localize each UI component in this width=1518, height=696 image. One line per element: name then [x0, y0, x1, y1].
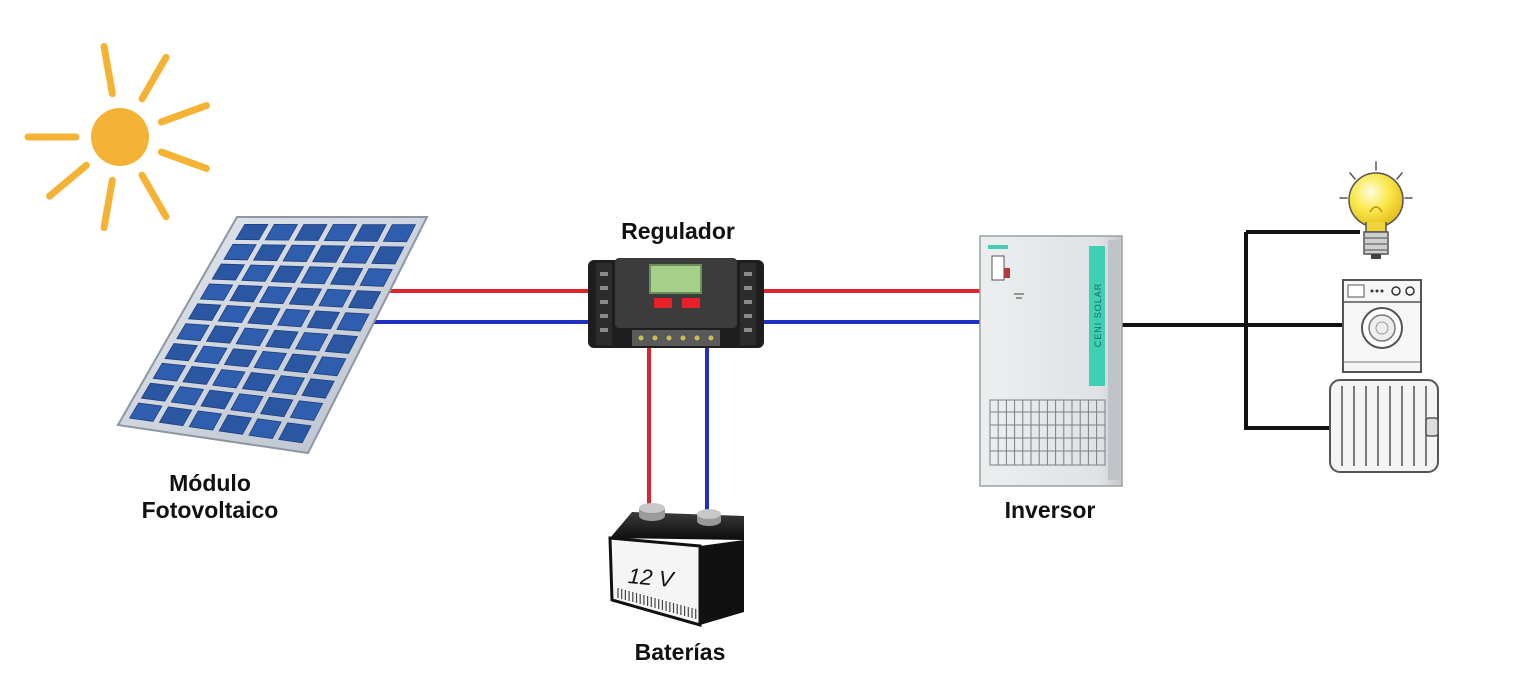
radiator-icon: [1329, 379, 1439, 473]
regulator-label: Regulador: [621, 218, 735, 244]
sun-icon: [24, 42, 210, 232]
battery-label: Baterías: [634, 639, 726, 665]
module-label: Módulo Fotovoltaico: [115, 470, 305, 524]
battery-icon: 12 V: [608, 503, 744, 627]
module-label-line2: Fotovoltaico: [141, 497, 279, 523]
washing-machine-icon: [1342, 279, 1422, 373]
inverter-icon: CENI SOLAR: [979, 235, 1123, 487]
charge-regulator-icon: [588, 258, 764, 348]
ac-wires: [1122, 230, 1360, 430]
module-label-line1: Módulo: [169, 470, 251, 496]
battery-voltage-label: 12 V: [627, 563, 677, 592]
inverter-label: Inversor: [1004, 497, 1096, 523]
light-bulb-icon: [1339, 161, 1413, 259]
dc-wires: [370, 289, 980, 518]
inverter-brand-label: CENI SOLAR: [1093, 283, 1103, 348]
solar-panel-icon: [116, 216, 429, 455]
